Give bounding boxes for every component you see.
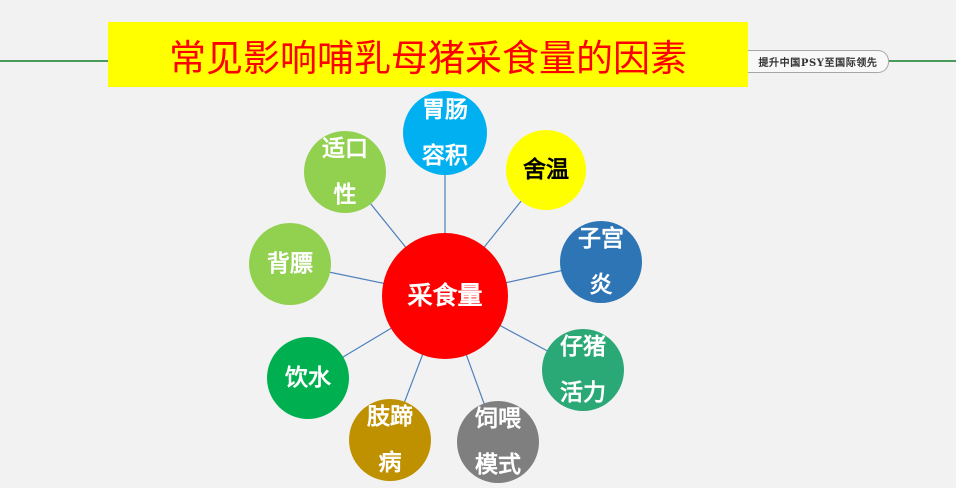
node-label-line: 容积 xyxy=(422,143,468,169)
factor-node-feeding-mode: 饲喂 模式 xyxy=(457,401,539,483)
node-label-line: 胃肠 xyxy=(422,97,468,123)
title-banner: 常见影响哺乳母猪采食量的因素 xyxy=(108,22,748,87)
node-label-line: 舍温 xyxy=(523,157,569,183)
factor-node-water-intake: 饮水 xyxy=(267,337,349,419)
factor-node-house-temperature: 舍温 xyxy=(506,130,586,210)
node-label-line: 饮水 xyxy=(285,365,331,391)
slide-title: 常见影响哺乳母猪采食量的因素 xyxy=(169,36,687,80)
center-node-feed-intake: 采食量 xyxy=(382,233,508,359)
factor-node-endometritis: 子宫 炎 xyxy=(560,221,642,303)
tagline-text: 提升中国PSY至国际领先 xyxy=(758,58,878,69)
node-label-line: 性 xyxy=(333,182,357,208)
node-label-line: 模式 xyxy=(475,452,521,478)
node-label-line: 活力 xyxy=(560,380,606,406)
node-label-line: 背膘 xyxy=(267,251,313,277)
factor-node-stomach-capacity: 胃肠 容积 xyxy=(403,91,487,175)
header-rule-right xyxy=(889,60,956,62)
factor-node-piglet-vigor: 仔猪 活力 xyxy=(542,329,624,411)
header-rule-left xyxy=(0,60,108,62)
node-label-line: 病 xyxy=(378,450,402,476)
center-node-label: 采食量 xyxy=(407,281,483,310)
tagline-badge: 提升中国PSY至国际领先 xyxy=(748,50,889,73)
node-label-line: 子宫 xyxy=(578,226,624,252)
node-label-line: 适口 xyxy=(322,136,368,162)
factor-node-palatability: 适口 性 xyxy=(304,131,386,213)
node-label-line: 肢蹄 xyxy=(367,404,413,430)
node-label-line: 仔猪 xyxy=(560,334,606,360)
node-label-line: 饲喂 xyxy=(475,406,521,432)
factor-node-hoof-disease: 肢蹄 病 xyxy=(349,399,431,481)
factor-node-backfat: 背膘 xyxy=(249,223,331,305)
node-label-line: 炎 xyxy=(589,272,613,298)
